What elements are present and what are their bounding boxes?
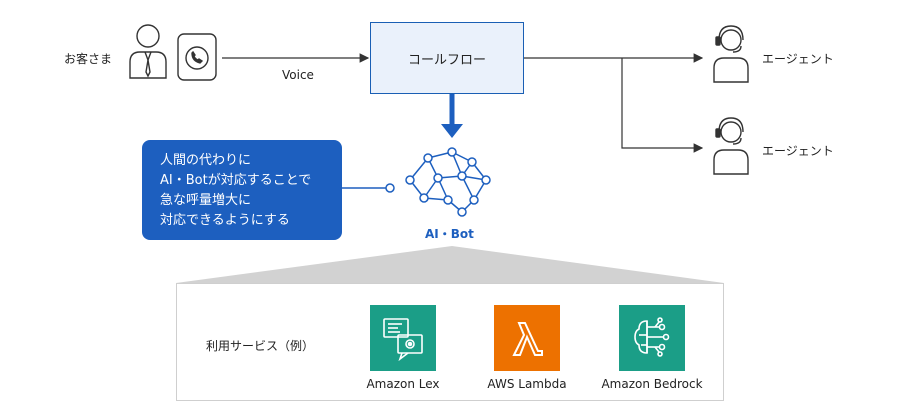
lambda-icon [494,305,560,371]
agent-label: エージェント [762,52,834,66]
agent-headset-icon [713,25,749,83]
flow-to-aibot-arrowhead [441,124,463,138]
smartphone-icon [177,33,217,81]
ai-bot-label: AI・Bot [425,227,474,241]
agent-label: エージェント [762,144,834,158]
expansion-shape [176,246,724,283]
agent2-arrow [621,58,704,153]
customer-label: お客さま [64,52,113,66]
lex-icon [370,305,436,371]
callout-box: 人間の代わりに AI・Botが対応することで 急な呼量増大に 対応できるようにす… [142,140,342,240]
callout-connector-dot [385,183,395,193]
agent-headset-icon [713,117,749,175]
service-name: AWS Lambda [487,377,567,391]
call-flow-label: コールフロー [407,52,486,68]
callout-line: 急な呼量増大に [160,193,252,208]
callout-line: 対応できるようにする [160,213,290,228]
service-name: Amazon Lex [366,377,440,391]
ai-network-icon [405,147,491,217]
service-name: Amazon Bedrock [601,377,703,391]
call-flow-box: コールフロー [370,22,524,94]
callout-line: AI・Botが対応することで [160,173,312,188]
customer-person-icon [129,24,167,79]
services-title: 利用サービス（例） [206,339,315,353]
bedrock-icon [619,305,685,371]
callout-line: 人間の代わりに [160,153,252,168]
voice-label: Voice [282,68,314,82]
